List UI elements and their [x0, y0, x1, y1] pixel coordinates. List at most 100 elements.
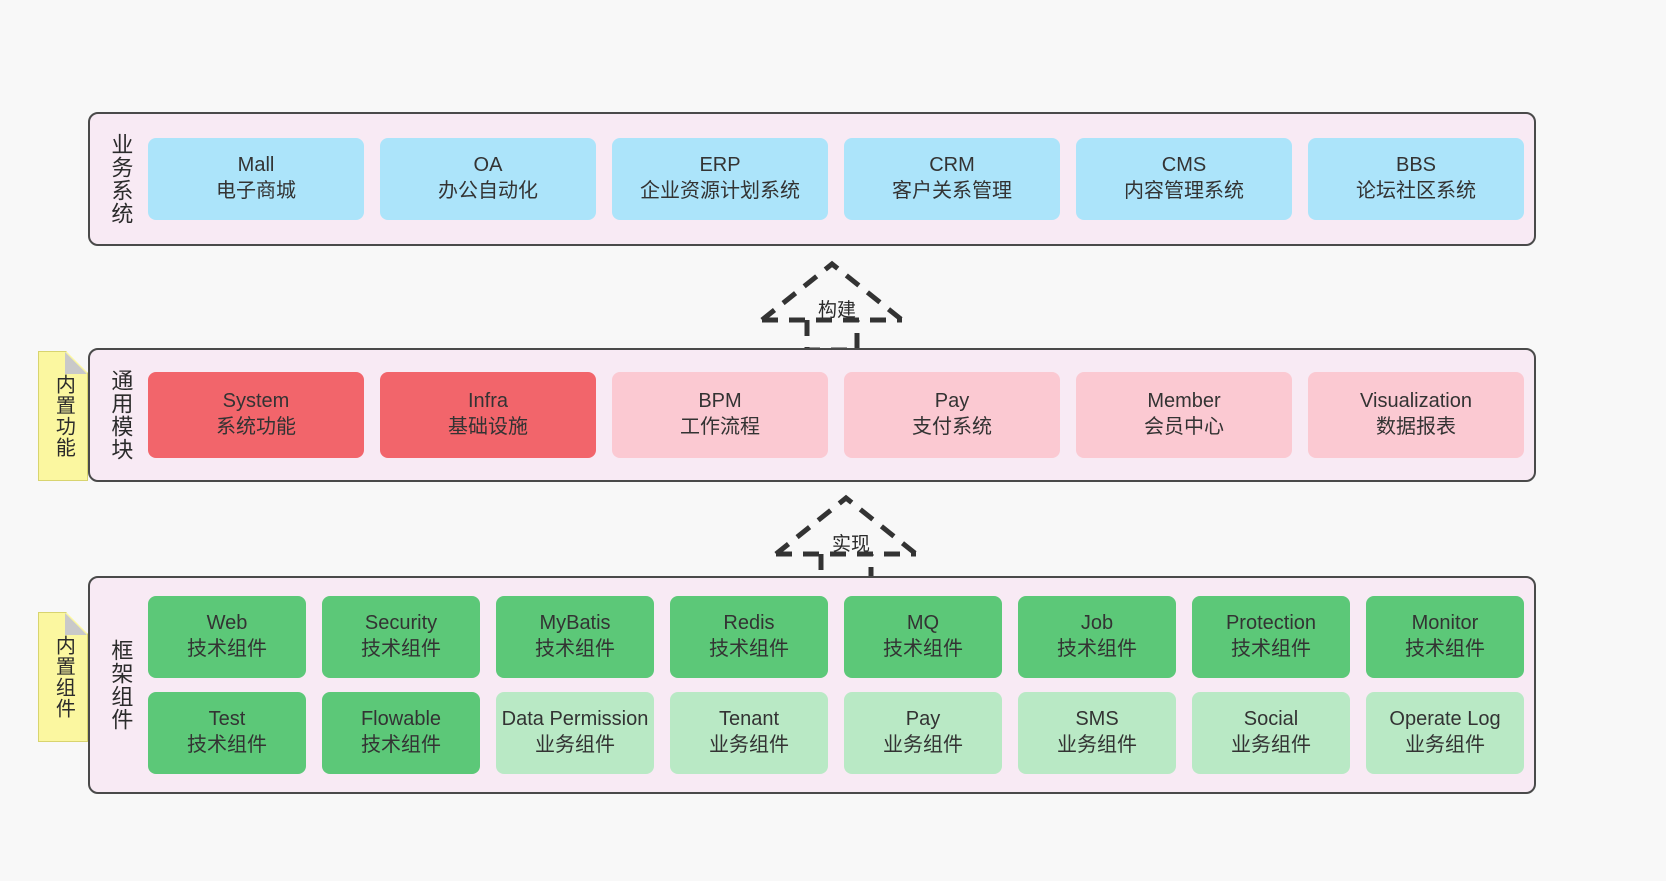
- business-system-card-title: BBS: [1395, 154, 1437, 177]
- framework-component-card[interactable]: Operate Log 业务组件: [1366, 692, 1524, 774]
- common-module-card-title: Member: [1147, 390, 1221, 413]
- note-fold-corner-icon: [65, 613, 87, 635]
- framework-component-card-title: Test: [208, 708, 246, 731]
- sticky-note-builtin-components: 内置组件: [38, 612, 88, 742]
- connector-build-label: 构建: [818, 300, 857, 321]
- framework-component-card-title: Tenant: [718, 708, 780, 731]
- common-module-card[interactable]: System 系统功能: [148, 372, 364, 458]
- framework-component-card[interactable]: Protection 技术组件: [1192, 596, 1350, 678]
- connector-implement: 实现: [766, 492, 926, 588]
- business-system-card[interactable]: ERP 企业资源计划系统: [612, 138, 828, 220]
- common-module-card-subtitle: 支付系统: [912, 416, 992, 438]
- framework-component-card[interactable]: Job 技术组件: [1018, 596, 1176, 678]
- framework-component-card[interactable]: Test 技术组件: [148, 692, 306, 774]
- framework-component-card[interactable]: MyBatis 技术组件: [496, 596, 654, 678]
- common-module-card-subtitle: 系统功能: [216, 416, 296, 438]
- framework-component-card-subtitle: 技术组件: [883, 638, 963, 660]
- layer-panel-business-systems: 业务系统 Mall 电子商城 OA 办公自动化 ERP 企业资源计划系统 CRM 客户关系管理…: [88, 112, 1536, 246]
- layer-title-common-modules: 通用模块: [108, 369, 134, 461]
- framework-component-card[interactable]: MQ 技术组件: [844, 596, 1002, 678]
- layer-panel-common-modules: 通用模块 System 系统功能 Infra 基础设施 BPM 工作流程 Pay 支付系统 Me…: [88, 348, 1536, 482]
- framework-component-card-subtitle: 技术组件: [1057, 638, 1137, 660]
- framework-component-card[interactable]: Tenant 业务组件: [670, 692, 828, 774]
- common-module-card-title: Pay: [934, 390, 970, 413]
- framework-component-card[interactable]: Pay 业务组件: [844, 692, 1002, 774]
- business-system-card-title: Mall: [237, 154, 275, 177]
- build-arrow-icon: [760, 260, 904, 353]
- common-module-card-subtitle: 基础设施: [448, 416, 528, 438]
- framework-component-card-title: Security: [364, 612, 438, 635]
- connector-build: 构建: [752, 258, 912, 354]
- common-module-card-title: BPM: [698, 390, 742, 413]
- business-system-card[interactable]: Mall 电子商城: [148, 138, 364, 220]
- framework-component-card-subtitle: 技术组件: [709, 638, 789, 660]
- framework-component-card[interactable]: Flowable 技术组件: [322, 692, 480, 774]
- framework-component-card-subtitle: 技术组件: [187, 734, 267, 756]
- common-module-card[interactable]: Pay 支付系统: [844, 372, 1060, 458]
- business-system-card-subtitle: 电子商城: [216, 180, 296, 202]
- common-module-card-subtitle: 数据报表: [1376, 416, 1456, 438]
- framework-component-card-subtitle: 业务组件: [535, 734, 615, 756]
- framework-component-card-title: Job: [1080, 612, 1114, 635]
- framework-component-card-subtitle: 技术组件: [361, 734, 441, 756]
- framework-component-card-subtitle: 技术组件: [1231, 638, 1311, 660]
- connector-implement-label: 实现: [832, 534, 871, 555]
- common-module-card-title: System: [222, 390, 290, 413]
- common-module-card[interactable]: BPM 工作流程: [612, 372, 828, 458]
- business-system-card-subtitle: 客户关系管理: [892, 180, 1012, 202]
- framework-component-card-subtitle: 业务组件: [1405, 734, 1485, 756]
- framework-component-card[interactable]: Data Permission 业务组件: [496, 692, 654, 774]
- business-system-card-title: OA: [473, 154, 503, 177]
- implement-arrow-icon: [774, 494, 918, 587]
- business-system-card-title: CRM: [929, 154, 975, 177]
- common-module-card-subtitle: 工作流程: [680, 416, 760, 438]
- framework-component-card-title: Social: [1243, 708, 1299, 731]
- sticky-note-builtin-components-label: 内置组件: [52, 635, 75, 719]
- sticky-note-builtin-features-label: 内置功能: [52, 374, 75, 458]
- note-fold-corner-icon: [65, 352, 87, 374]
- common-module-card-title: Visualization: [1360, 390, 1472, 413]
- framework-component-card-title: Pay: [905, 708, 941, 731]
- business-system-card[interactable]: CRM 客户关系管理: [844, 138, 1060, 220]
- framework-component-card-title: MQ: [906, 612, 940, 635]
- business-system-card-subtitle: 企业资源计划系统: [640, 180, 800, 202]
- sticky-note-builtin-features: 内置功能: [38, 351, 88, 481]
- framework-component-card-title: Protection: [1225, 612, 1317, 635]
- framework-component-card-title: Operate Log: [1389, 708, 1501, 731]
- framework-component-card-title: Data Permission: [501, 708, 649, 731]
- framework-component-card-subtitle: 业务组件: [709, 734, 789, 756]
- framework-component-card-subtitle: 技术组件: [187, 638, 267, 660]
- layer-title-business-systems: 业务系统: [108, 133, 134, 225]
- business-system-card-subtitle: 办公自动化: [438, 180, 538, 202]
- framework-component-card-title: Flowable: [360, 708, 442, 731]
- framework-component-card-subtitle: 业务组件: [883, 734, 963, 756]
- framework-component-card-subtitle: 技术组件: [535, 638, 615, 660]
- common-module-card[interactable]: Visualization 数据报表: [1308, 372, 1524, 458]
- business-system-card[interactable]: OA 办公自动化: [380, 138, 596, 220]
- common-module-card[interactable]: Infra 基础设施: [380, 372, 596, 458]
- framework-component-card-subtitle: 业务组件: [1057, 734, 1137, 756]
- business-system-card-title: CMS: [1161, 154, 1207, 177]
- business-system-card-title: ERP: [699, 154, 741, 177]
- common-module-card-title: Infra: [467, 390, 509, 413]
- layer-title-framework-components: 框架组件: [108, 639, 134, 731]
- framework-component-card-title: MyBatis: [539, 612, 611, 635]
